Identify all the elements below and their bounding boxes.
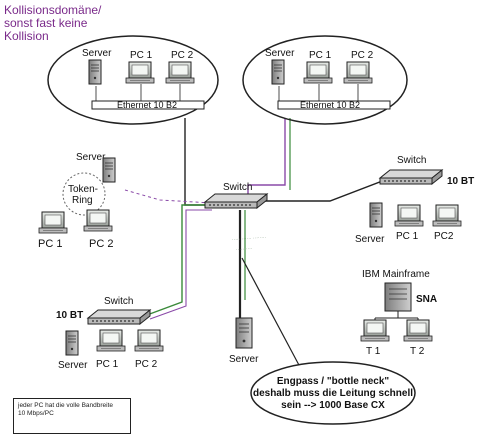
bandwidth-note: jeder PC hat die volle Bandbreite 10 Mbp… (13, 398, 131, 434)
token-ring-segment: Server Token- Ring PC 1 PC 2 (38, 152, 116, 250)
pc-icon (394, 204, 424, 227)
switch-icon (379, 169, 443, 185)
link-token-ring-to-switch (124, 189, 213, 204)
sna-label: SNA (416, 294, 437, 305)
server-icon (369, 202, 383, 228)
collision-domain-left (47, 35, 219, 125)
pc-icon (165, 61, 195, 84)
token-ring-label: Ring (72, 195, 93, 206)
bottleneck-ellipse (250, 361, 416, 425)
faint-annotation: ····· ······ ········ (232, 235, 267, 243)
bottleneck-text: Engpass / "bottle neck" (277, 376, 390, 387)
pc2-label: PC2 (434, 231, 454, 242)
pc-icon (432, 204, 462, 227)
speed-label: 10 BT (56, 310, 83, 321)
note-line-1: jeder PC hat die volle Bandbreite (18, 402, 114, 409)
diagram-title: Kollisionsdomäne/ sonst fast keine Kolli… (4, 4, 164, 43)
right-switch-segment: Switch 10 BT Server PC 1 PC2 (355, 155, 474, 245)
bottleneck-text: deshalb muss die Leitung schnell (253, 388, 413, 399)
ethernet-bus-right (277, 100, 391, 110)
ethernet-bus-left (91, 100, 205, 110)
server-label: Server (229, 354, 259, 365)
pc1-label: PC 1 (130, 50, 153, 61)
switch-label: Switch (397, 155, 426, 166)
title-line-2: sonst fast keine (4, 16, 88, 30)
ethernet-label: Ethernet 10 B2 (300, 100, 360, 110)
pc-icon (96, 329, 126, 352)
pc1-label: PC 1 (96, 359, 119, 370)
server-label: Server (265, 48, 295, 59)
server-label: Server (58, 360, 88, 371)
pc2-label: PC 2 (89, 238, 113, 250)
link-switch-to-right-switch (262, 179, 386, 202)
link-right-cluster-to-switch (247, 118, 286, 195)
central-switch: Switch ····· ······ ········ ·········· (204, 182, 268, 253)
token-ring-label: Token- (68, 184, 98, 195)
terminal-icon (403, 319, 433, 342)
switch-icon (204, 193, 268, 209)
pc1-label: PC 1 (38, 238, 62, 250)
mainframe-icon (384, 282, 412, 312)
speed-label: 10 BT (447, 176, 474, 187)
terminal-label: T 2 (410, 346, 425, 357)
mainframe-segment: IBM Mainframe SNA T 1 T 2 (360, 269, 437, 357)
pc-icon (125, 61, 155, 84)
terminal-icon (360, 319, 390, 342)
pc2-label: PC 2 (135, 359, 158, 370)
collision-domain-right (242, 35, 408, 125)
center-server-segment: Server (229, 317, 259, 365)
pc-icon (303, 61, 333, 84)
pc1-label: PC 1 (396, 231, 419, 242)
pc-icon (38, 211, 68, 234)
server-label: Server (76, 152, 106, 163)
ethernet-label: Ethernet 10 B2 (117, 100, 177, 110)
title-line-1: Kollisionsdomäne/ (4, 3, 102, 17)
pc2-label: PC 2 (351, 50, 374, 61)
pc2-label: PC 2 (171, 50, 194, 61)
mainframe-label: IBM Mainframe (362, 269, 430, 280)
server-icon (88, 59, 102, 85)
token-ring-circle (62, 172, 106, 216)
switch-label: Switch (104, 296, 133, 307)
left-cluster: Server PC 1 PC 2 Ethernet 10 B2 (47, 35, 219, 125)
left-switch-segment: Switch 10 BT Server PC 1 PC 2 (56, 296, 164, 371)
note-line-2: 10 Mbps/PC (18, 410, 54, 417)
pc-icon (343, 61, 373, 84)
right-cluster: Server PC 1 PC 2 Ethernet 10 B2 (242, 35, 408, 125)
link-switch-to-left-switch (146, 204, 212, 316)
bottleneck-text: sein --> 1000 Base CX (281, 400, 385, 411)
bottleneck-callout: Engpass / "bottle neck" deshalb muss die… (241, 257, 416, 425)
link-left-cluster-to-switch (184, 118, 215, 206)
server-icon (271, 59, 285, 85)
pc1-label: PC 1 (309, 50, 332, 61)
terminal-label: T 1 (366, 346, 381, 357)
switch-icon (87, 309, 151, 325)
faint-annotation: ·········· (236, 246, 253, 253)
title-line-3: Kollision (4, 29, 49, 43)
server-icon (102, 157, 116, 183)
server-icon (65, 330, 79, 356)
pc-icon (83, 209, 113, 232)
link-switch-to-left-switch-purple (149, 209, 212, 320)
server-icon (235, 317, 253, 349)
pc-icon (134, 329, 164, 352)
server-label: Server (82, 48, 112, 59)
server-label: Server (355, 234, 385, 245)
switch-label: Switch (223, 182, 252, 193)
network-links (124, 118, 386, 320)
